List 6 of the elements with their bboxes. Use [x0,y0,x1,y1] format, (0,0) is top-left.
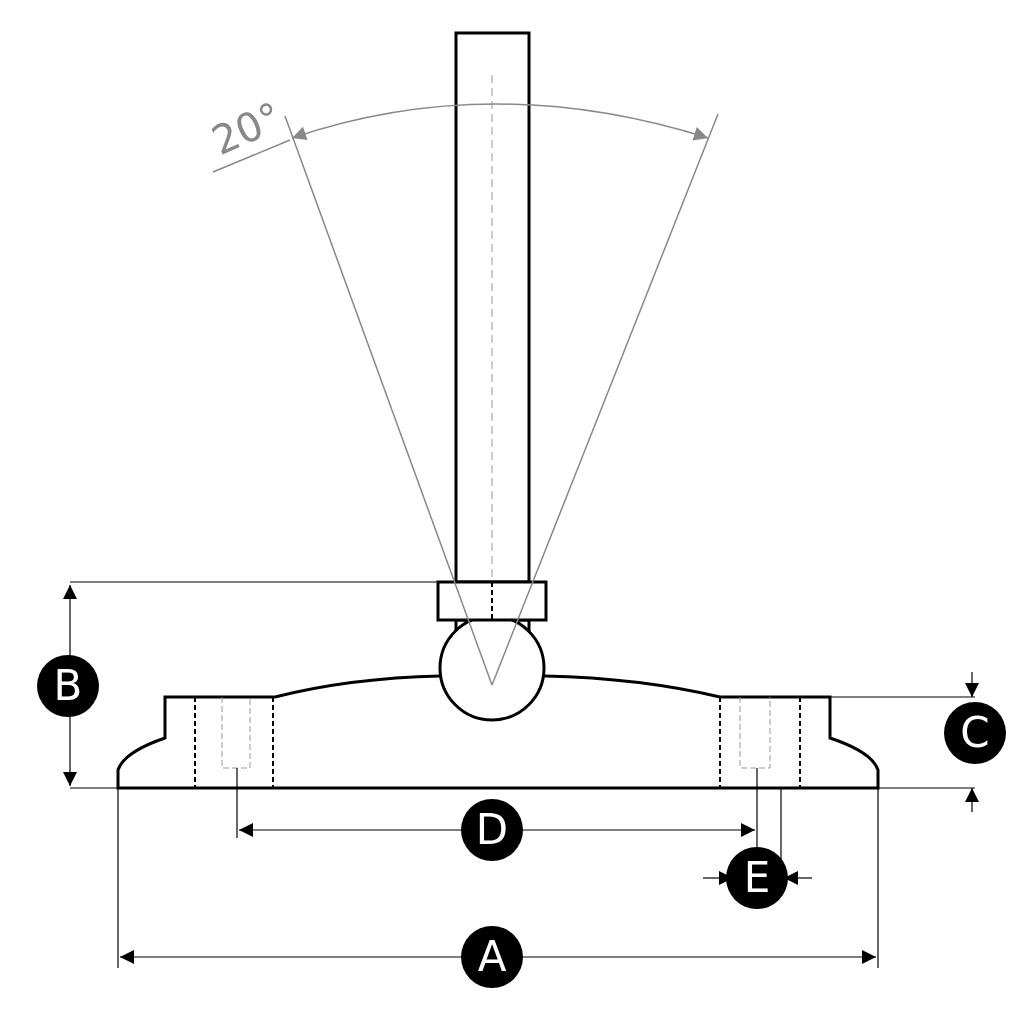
angle-label: 20° [205,93,289,164]
dimension-letter: E [726,847,788,909]
dimension-letter: D [461,799,523,861]
dimension-letter: C [944,702,1006,764]
dimension-letter: B [37,655,99,717]
dimension-letter: A [461,926,523,988]
